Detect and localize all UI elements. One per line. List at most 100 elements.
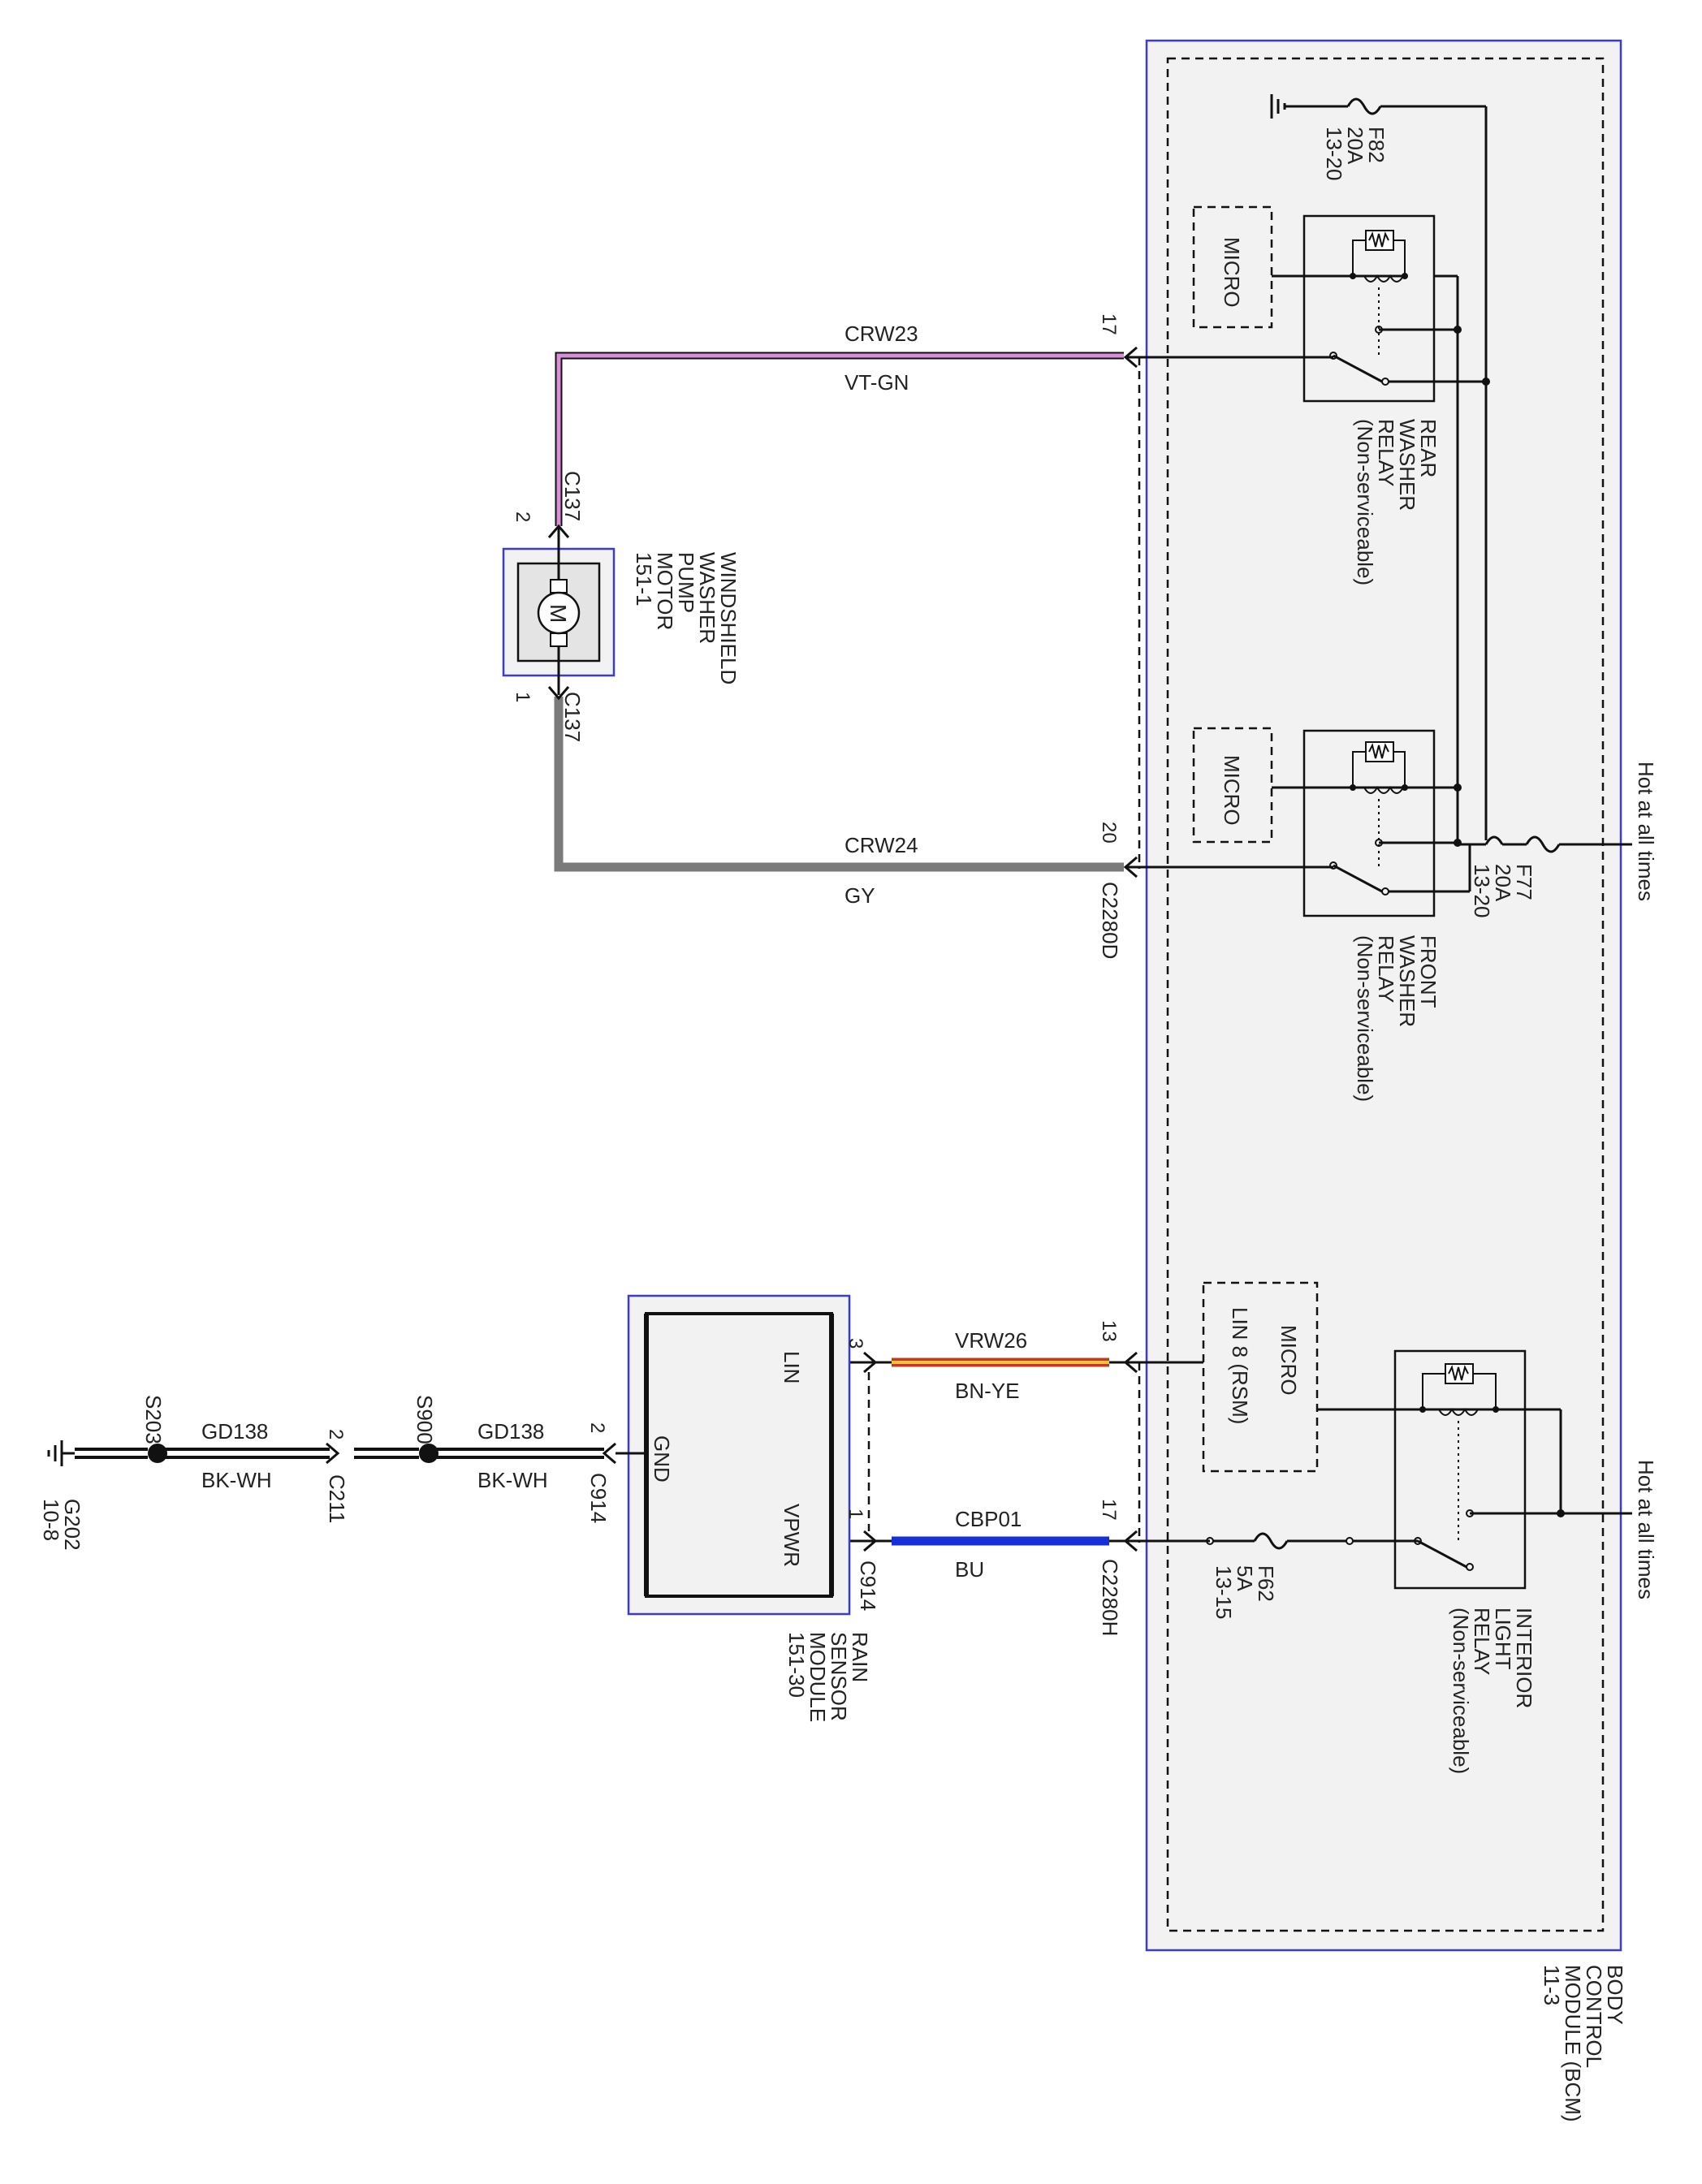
hot-at-all-times-1: Hot at all times: [1634, 762, 1658, 901]
f82-fuse-group: F82 20A 13-20: [1270, 94, 1488, 840]
motor-symbol: M: [546, 604, 571, 623]
bcm-inner-boundary: [1166, 57, 1605, 1932]
pump-pin-top: 2: [512, 511, 533, 522]
svg-text:BODY: BODY: [1603, 1965, 1627, 2025]
micro-rear-box: [1192, 205, 1273, 329]
fuse-icon: [1525, 835, 1561, 853]
pin-crw23: 17: [1098, 313, 1120, 335]
rain-connector-vpwr: C914: [856, 1560, 880, 1611]
splice-s203-label: S203: [141, 1395, 166, 1444]
c211-label: C211: [325, 1474, 349, 1523]
f77-fuse-group: F77 20A 13-20 Hot at all times: [1458, 762, 1658, 918]
svg-text:RELAY: RELAY: [1374, 419, 1398, 486]
connector-arrow-icon: [602, 1442, 616, 1465]
svg-text:(Non-serviceable): (Non-serviceable): [1449, 1608, 1473, 1774]
rear-washer-relay: MICRO REAR WASHER RELAY (Non-serviceable…: [1192, 205, 1486, 585]
svg-text:RELAY: RELAY: [1470, 1608, 1494, 1675]
micro-lin-label: MICRO: [1276, 1325, 1301, 1396]
rear-relay-label: REAR WASHER RELAY (Non-serviceable): [1353, 419, 1441, 585]
f62-label: F62 5A 13-15: [1212, 1565, 1278, 1620]
splice-s900-label: S900: [413, 1395, 437, 1444]
interior-light-relay: MICRO LIN 8 (RSM) INTERIOR LIGHT RELAY (…: [1202, 1281, 1658, 1774]
wire-crw23-circuit: CRW23: [845, 322, 918, 346]
fuse-icon: [1253, 1532, 1289, 1550]
wire-crw24-color: GY: [845, 883, 875, 908]
f82-label: F82 20A 13-20: [1322, 127, 1389, 181]
svg-text:WASHER: WASHER: [695, 552, 719, 644]
wire-cbp01-color: BU: [955, 1557, 984, 1582]
connector-c2280d: C2280D: [1098, 882, 1122, 959]
gd138-b-circuit: GD138: [477, 1419, 544, 1444]
pin-crw24: 20: [1098, 822, 1120, 844]
bcm-outline: [1145, 39, 1622, 1952]
pump-connector-bottom: C137: [560, 692, 585, 742]
washer-pump-motor: M 2 C137 1 C137 WINDSHIELD WASHER PUMP M…: [502, 471, 741, 742]
svg-text:(Non-serviceable): (Non-serviceable): [1353, 935, 1377, 1102]
connector-arrow-icon: [863, 1530, 878, 1552]
micro-lin-box: [1202, 1281, 1319, 1473]
wire-crw23: CRW23 VT-GN: [555, 322, 1124, 526]
svg-text:MOTOR: MOTOR: [653, 552, 677, 630]
wire-cbp01-circuit: CBP01: [955, 1507, 1022, 1531]
svg-text:151-1: 151-1: [632, 552, 656, 606]
bcm-connectors: 17 20 C2280D 13 17 C2280H: [1098, 313, 1333, 1636]
front-relay-box: [1302, 729, 1436, 917]
wire-vrw26-color: BN-YE: [955, 1379, 1019, 1403]
ground-symbol-icon: [47, 1440, 75, 1466]
pin-gnd-number: 2: [586, 1422, 608, 1433]
pin-cbp01: 17: [1098, 1499, 1120, 1521]
svg-text:RAIN: RAIN: [848, 1632, 872, 1682]
pin-vpwr: VPWR: [780, 1504, 804, 1567]
svg-text:13-15: 13-15: [1212, 1565, 1236, 1620]
connector-arrow-icon: [863, 1351, 878, 1374]
svg-text:5A: 5A: [1233, 1565, 1257, 1591]
svg-text:MODULE (BCM): MODULE (BCM): [1561, 1965, 1585, 2122]
svg-text:F82: F82: [1364, 127, 1389, 163]
micro-front-label: MICRO: [1220, 755, 1244, 826]
svg-text:13-20: 13-20: [1322, 127, 1346, 181]
bcm-module: BODY CONTROL MODULE (BCM) 11-3: [1145, 39, 1627, 2122]
rain-sensor-label: RAIN SENSOR MODULE 151-30: [784, 1632, 872, 1722]
pin-gnd: GND: [650, 1435, 674, 1483]
pin-lin: LIN: [780, 1351, 804, 1383]
motor-icon: M: [537, 579, 581, 647]
ground-circuit: 2 C914 GD138 BK-WH S900 2 C211 GD138 BK-…: [39, 1395, 646, 1551]
svg-text:INTERIOR: INTERIOR: [1512, 1608, 1536, 1708]
svg-text:PUMP: PUMP: [674, 552, 698, 613]
svg-text:G202: G202: [60, 1499, 84, 1551]
relay-switch-icon: [1333, 354, 1383, 383]
wire-vrw26: VRW26 BN-YE: [835, 1328, 1125, 1403]
lin-label: LIN 8 (RSM): [1228, 1307, 1252, 1424]
wire-vrw26-circuit: VRW26: [955, 1328, 1027, 1353]
rear-relay-box: [1302, 214, 1436, 403]
interior-relay-label: INTERIOR LIGHT RELAY (Non-serviceable): [1449, 1608, 1536, 1774]
f62-fuse-group: F62 5A 13-15: [1121, 1532, 1418, 1620]
svg-text:10-8: 10-8: [39, 1499, 63, 1541]
svg-text:CONTROL: CONTROL: [1582, 1965, 1606, 2068]
bcm-label: BODY CONTROL MODULE (BCM) 11-3: [1540, 1965, 1627, 2122]
fuse-icon: [1346, 97, 1382, 115]
f77-label: F77 20A 13-20: [1470, 864, 1536, 918]
rain-sensor-module: LIN GND VPWR 3 1 C914 RAIN SENSOR MODULE…: [627, 1294, 880, 1722]
svg-text:(Non-serviceable): (Non-serviceable): [1353, 419, 1377, 585]
relay-switch-icon: [1417, 1539, 1467, 1569]
wire-crw24: CRW24 GY: [554, 697, 1124, 908]
splice-s900-icon: [419, 1444, 438, 1463]
connector-arrow-icon: [326, 1442, 340, 1465]
hot-at-all-times-2: Hot at all times: [1634, 1460, 1658, 1599]
g202-label: G202 10-8: [39, 1499, 84, 1551]
connector-arrow-icon: [547, 686, 570, 701]
pin-lin-number: 3: [845, 1338, 866, 1349]
gd138-a-color: BK-WH: [201, 1468, 272, 1492]
c211-pin: 2: [325, 1429, 347, 1439]
front-relay-label: FRONT WASHER RELAY (Non-serviceable): [1353, 935, 1441, 1102]
wire-crw24-circuit: CRW24: [845, 833, 918, 857]
front-washer-relay: MICRO FRONT WASHER RELAY (Non-serviceabl…: [1192, 727, 1471, 1102]
svg-text:WINDSHIELD: WINDSHIELD: [716, 552, 741, 684]
svg-text:FRONT: FRONT: [1416, 935, 1441, 1008]
svg-text:WASHER: WASHER: [1395, 419, 1419, 511]
micro-rear-label: MICRO: [1220, 237, 1244, 308]
relay-switch-icon: [1333, 864, 1383, 893]
connector-c2280h: C2280H: [1098, 1559, 1122, 1636]
gd138-a-circuit: GD138: [201, 1419, 268, 1444]
